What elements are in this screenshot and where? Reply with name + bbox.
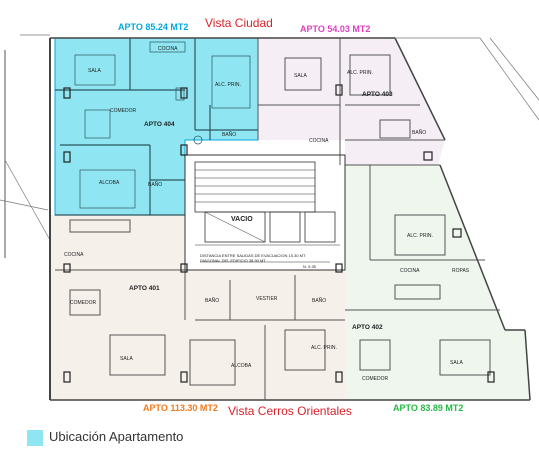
legend-label: Ubicación Apartamento	[49, 429, 184, 444]
room-label: ALCOBA	[231, 363, 252, 369]
apto-402-area-label: APTO 83.89 MT2	[393, 403, 464, 413]
evacuation-note: DISTANCIA ENTRE SALIDAS DE EVACUACION 15…	[200, 253, 306, 258]
apto-403-label: APTO 403	[362, 91, 393, 98]
room-label: BAÑO	[222, 132, 237, 138]
room-label: BAÑO	[412, 130, 427, 136]
room-label: BAÑO	[205, 298, 220, 304]
room-label: ROPAS	[452, 268, 470, 274]
room-label: COMEDOR	[70, 300, 97, 306]
apto-402-region	[345, 165, 530, 400]
apto-401-area-label: APTO 113.30 MT2	[143, 403, 218, 413]
room-label: ALCOBA	[99, 180, 120, 186]
room-label: COMEDOR	[362, 376, 389, 382]
room-label: SALA	[88, 68, 101, 74]
apto-403-area-label: APTO 54.03 MT2	[300, 24, 371, 34]
room-label: ALC. PRIN.	[215, 82, 241, 88]
room-label: COMEDOR	[110, 108, 137, 114]
level-note: N. 9.35	[303, 264, 316, 269]
vista-ciudad-label: Vista Ciudad	[205, 16, 273, 30]
room-label: COCINA	[309, 138, 329, 144]
vista-cerros-label: Vista Cerros Orientales	[228, 404, 352, 418]
vacio-label: VACIO	[231, 216, 253, 223]
room-label: SALA	[450, 360, 463, 366]
room-label: SALA	[294, 73, 307, 79]
room-label: BAÑO	[312, 298, 327, 304]
room-label: COCINA	[64, 252, 84, 258]
room-label: COCINA	[158, 46, 178, 52]
apto-402-label: APTO 402	[352, 324, 383, 331]
room-label: VESTIER	[256, 296, 278, 302]
room-label: SALA	[120, 356, 133, 362]
room-label: BAÑO	[148, 182, 163, 188]
apto-404-label: APTO 404	[144, 121, 175, 128]
apto-401-label: APTO 401	[129, 285, 160, 292]
apto-404-area-label: APTO 85.24 MT2	[118, 22, 189, 32]
legend-swatch	[27, 430, 43, 446]
room-label: ALC. PRIN.	[347, 70, 373, 76]
apto-403-region	[258, 38, 445, 165]
room-label: ALC. PRIN.	[311, 345, 337, 351]
room-label: ALC. PRIN.	[407, 233, 433, 239]
apto-401-region	[50, 215, 345, 400]
room-label: COCINA	[400, 268, 420, 274]
diagonal-note: DIAGONAL DEL EDIFICIO 38.90 MT	[200, 258, 266, 263]
